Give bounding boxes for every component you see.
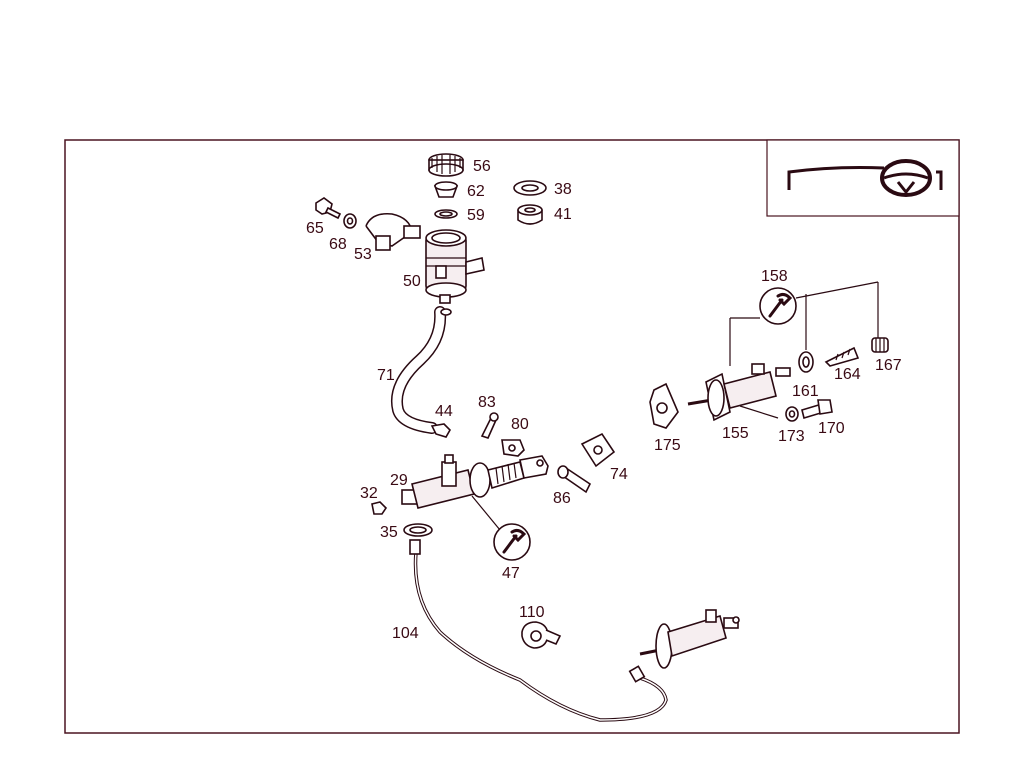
label-83: 83 <box>478 394 496 411</box>
label-164: 164 <box>834 366 861 383</box>
label-161: 161 <box>792 383 819 400</box>
label-35: 35 <box>380 524 398 541</box>
reservoir-cap <box>428 153 464 177</box>
hose-71 <box>391 306 452 434</box>
label-104: 104 <box>392 625 419 642</box>
label-68: 68 <box>329 236 347 253</box>
label-65: 65 <box>306 220 324 237</box>
steering-wheel-icon <box>787 159 943 197</box>
o-ring-59 <box>434 209 458 219</box>
fluid-reservoir <box>425 229 485 304</box>
label-50: 50 <box>403 273 421 290</box>
seal-ring-161 <box>798 351 814 373</box>
label-158: 158 <box>761 268 788 285</box>
label-86: 86 <box>553 490 571 507</box>
bolt-86 <box>557 465 592 494</box>
release-cylinder-155 <box>687 363 791 422</box>
clip-80 <box>501 439 525 457</box>
line-clamp-110 <box>521 621 562 649</box>
slave-cylinder <box>639 609 740 669</box>
part-labels: 56 62 59 38 41 65 68 53 50 71 44 83 80 2… <box>306 158 902 642</box>
label-59: 59 <box>467 207 485 224</box>
label-71: 71 <box>377 367 395 384</box>
cap-167 <box>871 337 889 353</box>
torque-marker-47 <box>471 495 531 561</box>
label-155: 155 <box>722 425 749 442</box>
label-62: 62 <box>467 183 485 200</box>
label-74: 74 <box>610 466 628 483</box>
cap-seal <box>433 181 459 198</box>
hose-clip-44 <box>430 423 451 438</box>
grommet-41 <box>517 204 543 225</box>
label-29: 29 <box>390 472 408 489</box>
label-53: 53 <box>354 246 372 263</box>
label-167: 167 <box>875 357 902 374</box>
wrench-icon <box>768 292 793 318</box>
gasket-74 <box>580 432 616 468</box>
seal-35 <box>403 523 433 537</box>
label-56: 56 <box>473 158 491 175</box>
label-47: 47 <box>502 565 520 582</box>
washer-68 <box>343 213 357 229</box>
label-173: 173 <box>778 428 805 445</box>
washer-173 <box>785 406 799 422</box>
label-80: 80 <box>511 416 529 433</box>
bracket-53 <box>365 212 421 251</box>
label-32: 32 <box>360 485 378 502</box>
cotter-pin-83 <box>480 412 499 439</box>
label-170: 170 <box>818 420 845 437</box>
inset-box <box>766 139 960 217</box>
master-cylinder <box>401 454 549 509</box>
label-38: 38 <box>554 181 572 198</box>
gasket-175 <box>649 382 679 429</box>
hydraulic-line-104 <box>409 539 668 722</box>
torque-marker-158 <box>759 287 797 325</box>
diagram-frame <box>64 139 960 734</box>
label-41: 41 <box>554 206 572 223</box>
bleeder-164 <box>824 346 860 367</box>
bolt-170 <box>801 399 833 420</box>
wrench-icon <box>502 528 527 554</box>
label-175: 175 <box>654 437 681 454</box>
grommet-38 <box>513 180 547 196</box>
label-110: 110 <box>519 604 545 621</box>
bolt-65 <box>315 197 342 220</box>
label-44: 44 <box>435 403 453 420</box>
connector-lines-158 <box>729 281 879 366</box>
plug-32 <box>371 501 388 515</box>
